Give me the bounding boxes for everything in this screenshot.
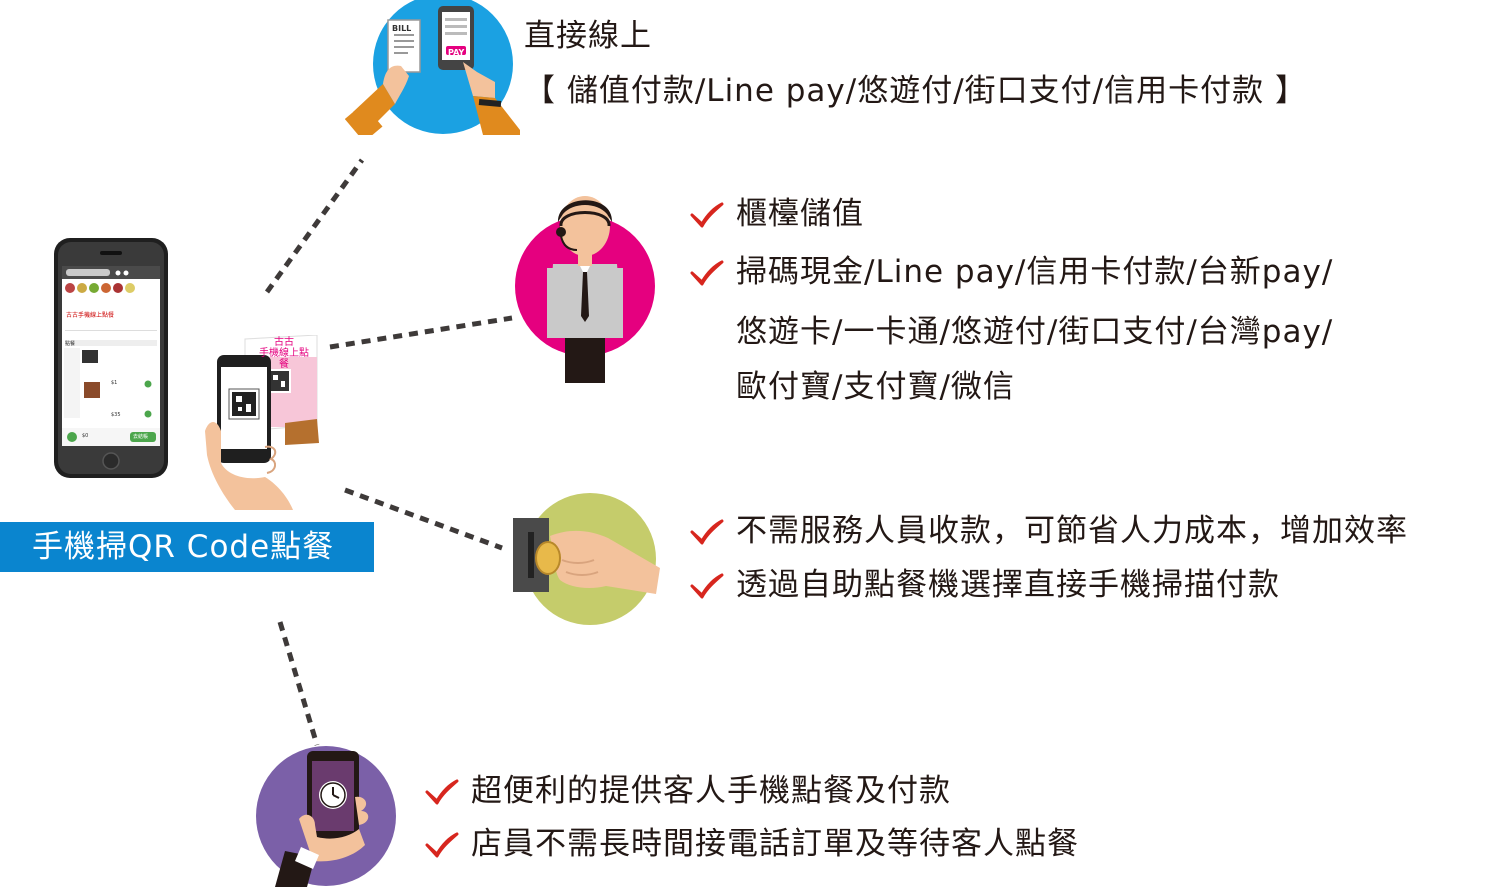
connector-counter <box>329 315 513 350</box>
smartphone-icon <box>54 238 168 478</box>
counter-item-2: 掃碼現金/Line pay/信用卡付款/台新pay/ <box>690 254 1333 291</box>
counter-item-label: 櫃檯儲值 <box>736 196 864 232</box>
check-icon <box>690 260 724 286</box>
qr-stand-line1: 古古 <box>274 337 294 348</box>
counter-item-2-cont-1: 悠遊卡/一卡通/悠遊付/街口支付/台灣pay/ <box>736 314 1334 350</box>
phone-price-1: $1 <box>111 380 118 386</box>
kiosk-item-label: 不需服務人員收款，可節省人力成本，增加效率 <box>736 513 1408 549</box>
check-icon <box>690 519 724 545</box>
bill-label: BILL <box>392 24 412 33</box>
check-icon <box>690 202 724 228</box>
check-icon <box>690 573 724 599</box>
counter-item-label: 掃碼現金/Line pay/信用卡付款/台新pay/ <box>736 254 1334 290</box>
kiosk-item-label: 透過自助點餐機選擇直接手機掃描付款 <box>736 567 1280 603</box>
mobile-item-2: 店員不需長時間接電話訂單及等待客人點餐 <box>425 826 1079 863</box>
kiosk-payment-icon <box>513 493 660 625</box>
phone-shop-title: 古古手機線上點餐 <box>66 312 115 319</box>
counter-item-2-cont-2: 歐付寶/支付寶/微信 <box>736 369 1015 405</box>
qr-stand-line2: 手機線上點餐 <box>259 348 309 370</box>
kiosk-item-1: 不需服務人員收款，可節省人力成本，增加效率 <box>690 513 1408 550</box>
mobile-item-1: 超便利的提供客人手機點餐及付款 <box>425 773 951 810</box>
phone-price-2: $35 <box>111 412 121 418</box>
phone-checkout-button: 去結帳 <box>133 434 149 440</box>
online-payment-icon <box>345 0 520 135</box>
mobile-item-label: 超便利的提供客人手機點餐及付款 <box>471 773 951 809</box>
kiosk-item-2: 透過自助點餐機選擇直接手機掃描付款 <box>690 567 1280 604</box>
online-methods: 【 儲值付款/Line pay/悠遊付/街口支付/信用卡付款 】 <box>524 73 1307 109</box>
phone-tab-order: 點餐 <box>65 341 76 347</box>
counter-staff-icon <box>515 196 655 383</box>
connector-kiosk <box>344 487 503 551</box>
connector-online <box>264 158 365 294</box>
counter-item-1: 櫃檯儲值 <box>690 196 864 233</box>
check-icon <box>425 779 459 805</box>
check-icon <box>425 832 459 858</box>
online-title: 直接線上 <box>524 18 652 54</box>
qr-code-order-banner: 手機掃QR Code點餐 <box>0 522 374 572</box>
connector-mobile <box>277 621 320 746</box>
qr-scan-illustration <box>205 335 319 510</box>
qr-stand-label: 古古 手機線上點餐 <box>259 337 309 370</box>
pay-label: PAY <box>448 48 465 57</box>
mobile-order-icon <box>256 746 396 887</box>
mobile-item-label: 店員不需長時間接電話訂單及等待客人點餐 <box>471 826 1079 862</box>
phone-cart-total: $0 <box>82 433 89 439</box>
